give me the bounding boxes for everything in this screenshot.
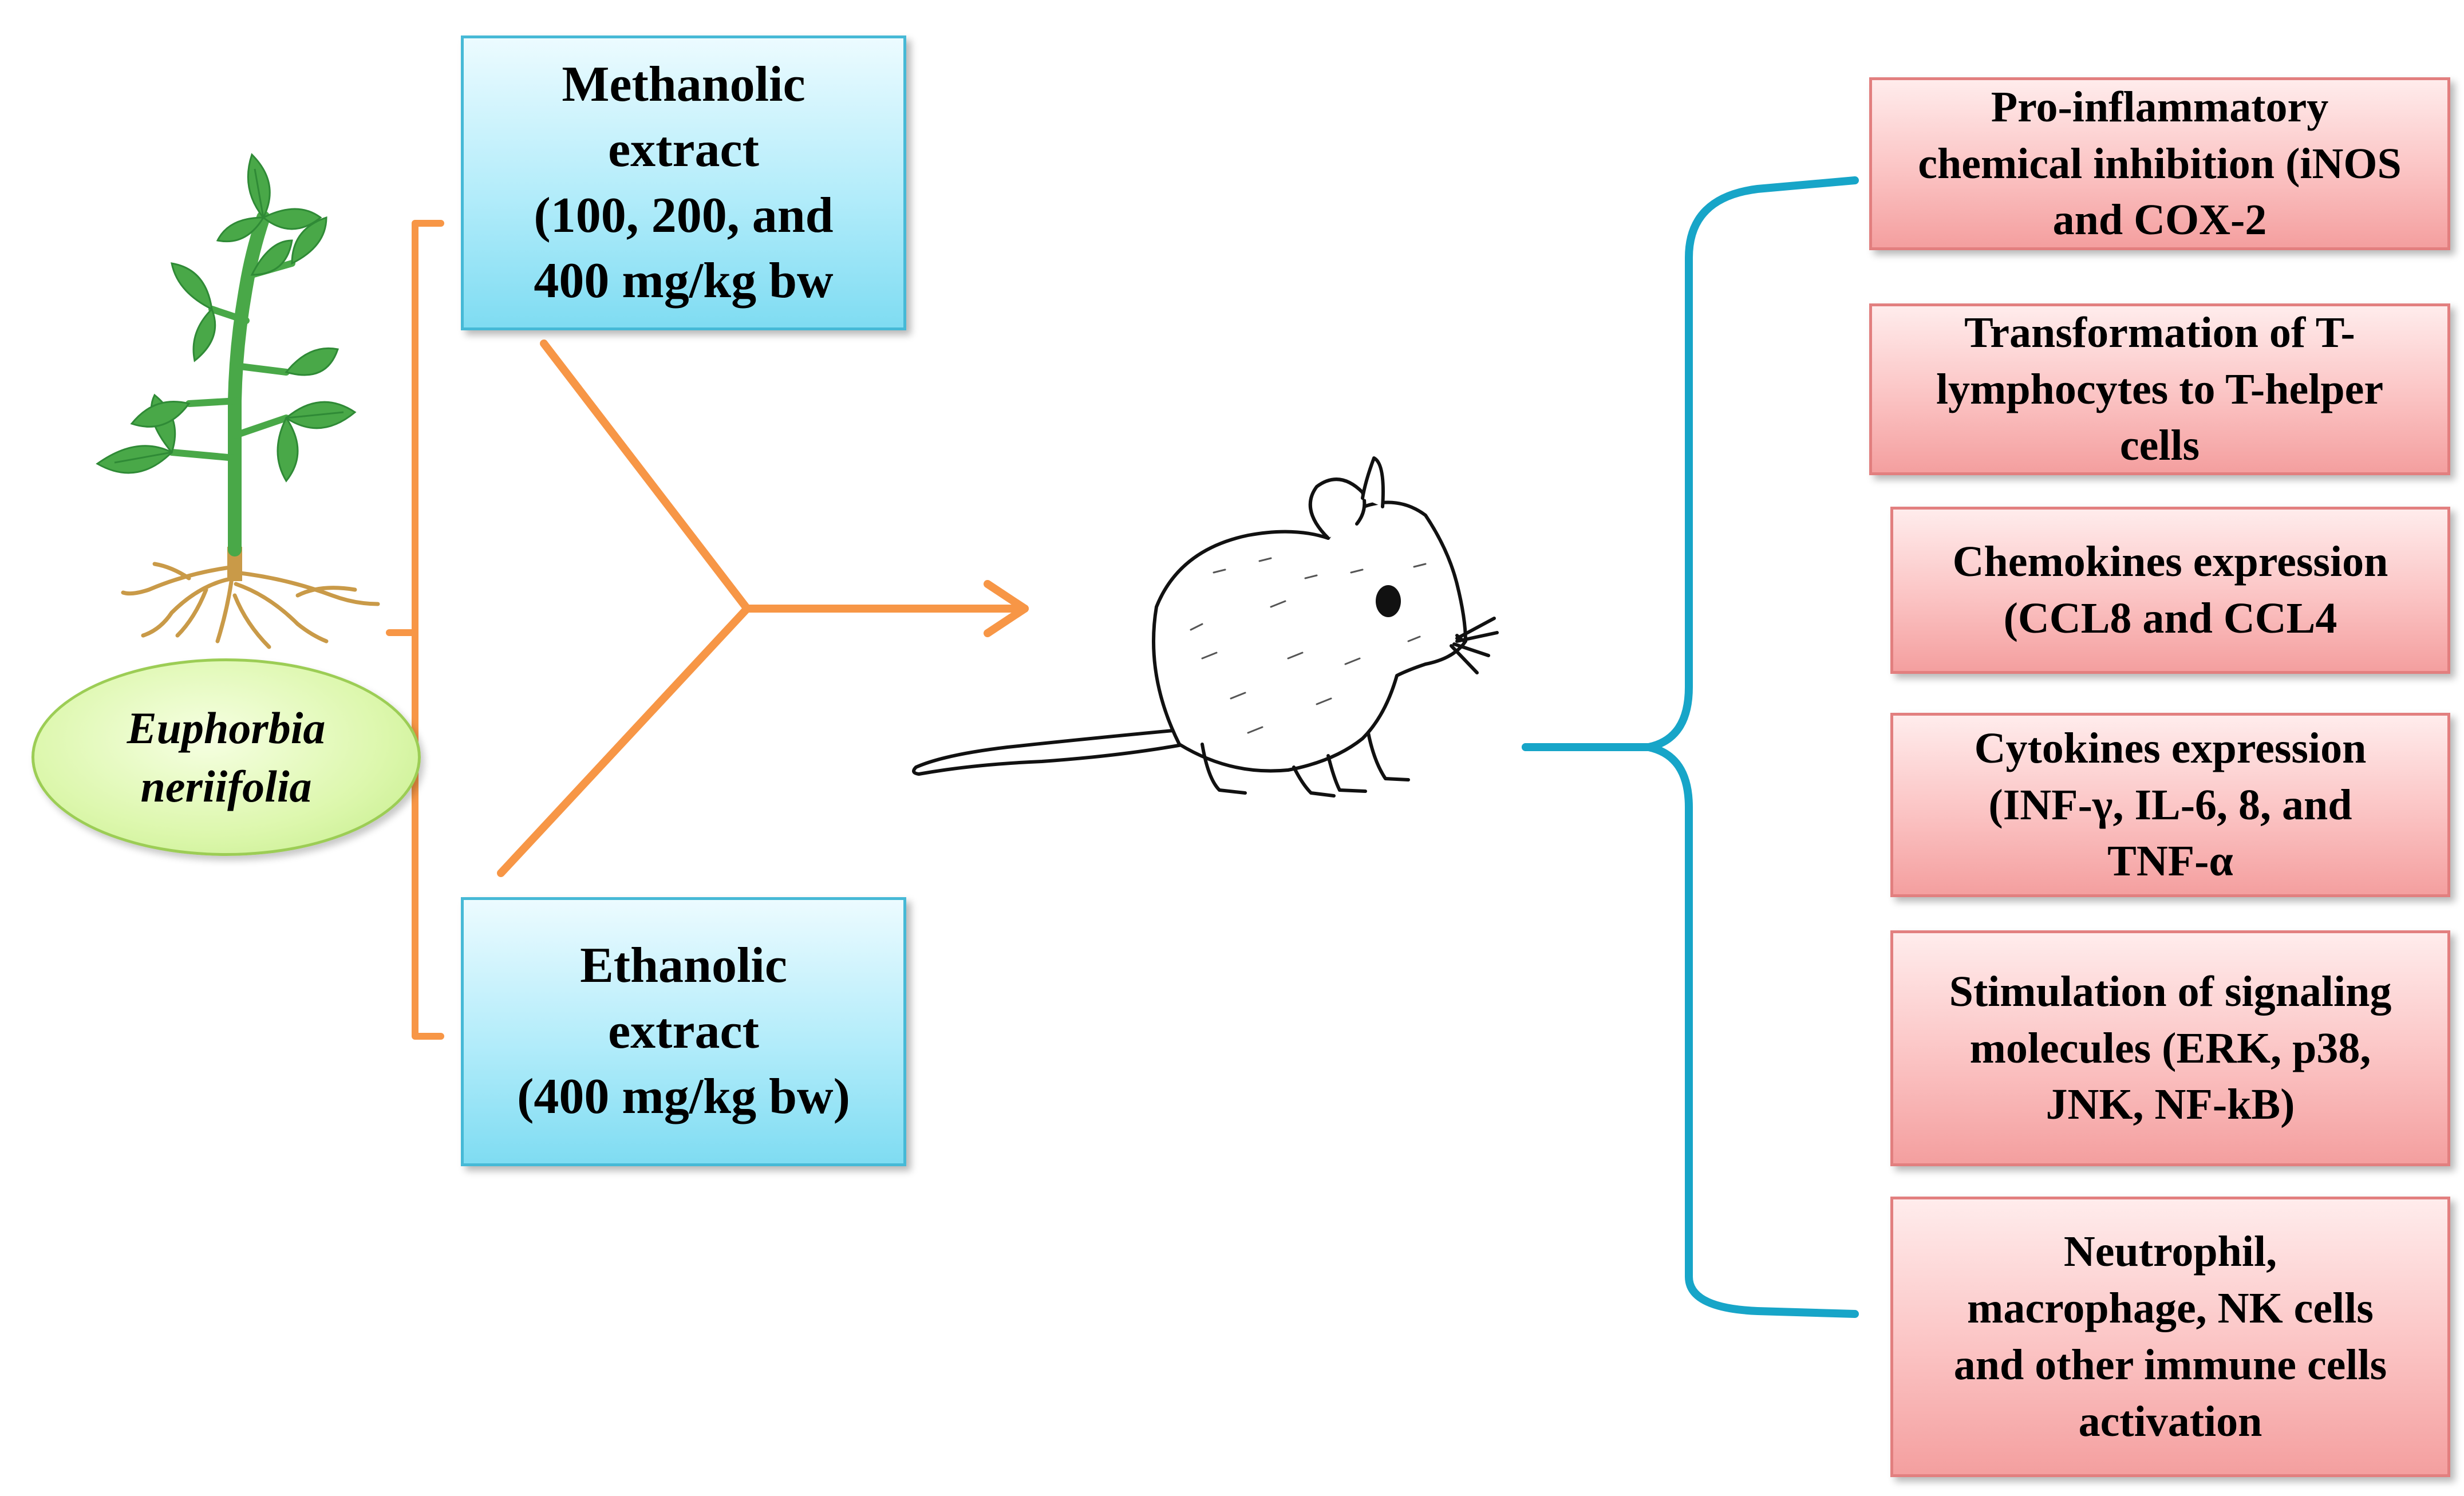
effect-box-pro-inflammatory: Pro-inflammatory chemical inhibition (iN… [1869,77,2450,250]
methanolic-extract-label: Methanolic extract (100, 200, and 400 mg… [534,56,834,309]
effect-box-immune-cells: Neutrophil, macrophage, NK cells and oth… [1890,1197,2450,1477]
effect-label: Chemokines expression (CCL8 and CCL4 [1952,538,2388,642]
effect-box-signaling: Stimulation of signaling molecules (ERK,… [1890,930,2450,1166]
ethanolic-extract-box: Ethanolic extract (400 mg/kg bw) [461,897,906,1166]
mouse-icon [912,456,1499,798]
effect-label: Neutrophil, macrophage, NK cells and oth… [1953,1227,2387,1446]
effect-box-t-lymphocytes: Transformation of T- lymphocytes to T-he… [1869,303,2450,475]
plant-name-label: Euphorbia neriifolia [127,703,326,811]
methanolic-extract-box: Methanolic extract (100, 200, and 400 mg… [461,35,906,330]
effect-box-cytokines: Cytokines expression (INF-γ, IL-6, 8, an… [1890,713,2450,897]
plant-icon [96,153,380,649]
effect-label: Pro-inflammatory chemical inhibition (iN… [1918,82,2402,244]
plant-name-ellipse: Euphorbia neriifolia [31,658,421,856]
orange-y-connector [497,340,1029,877]
effect-label: Transformation of T- lymphocytes to T-he… [1936,308,2384,470]
effect-label: Stimulation of signaling molecules (ERK,… [1949,967,2392,1129]
teal-brace [1522,176,1859,1318]
effect-label: Cytokines expression (INF-γ, IL-6, 8, an… [1974,724,2367,886]
ethanolic-extract-label: Ethanolic extract (400 mg/kg bw) [517,938,850,1125]
orange-bracket [386,220,444,1040]
effect-box-chemokines: Chemokines expression (CCL8 and CCL4 [1890,507,2450,674]
